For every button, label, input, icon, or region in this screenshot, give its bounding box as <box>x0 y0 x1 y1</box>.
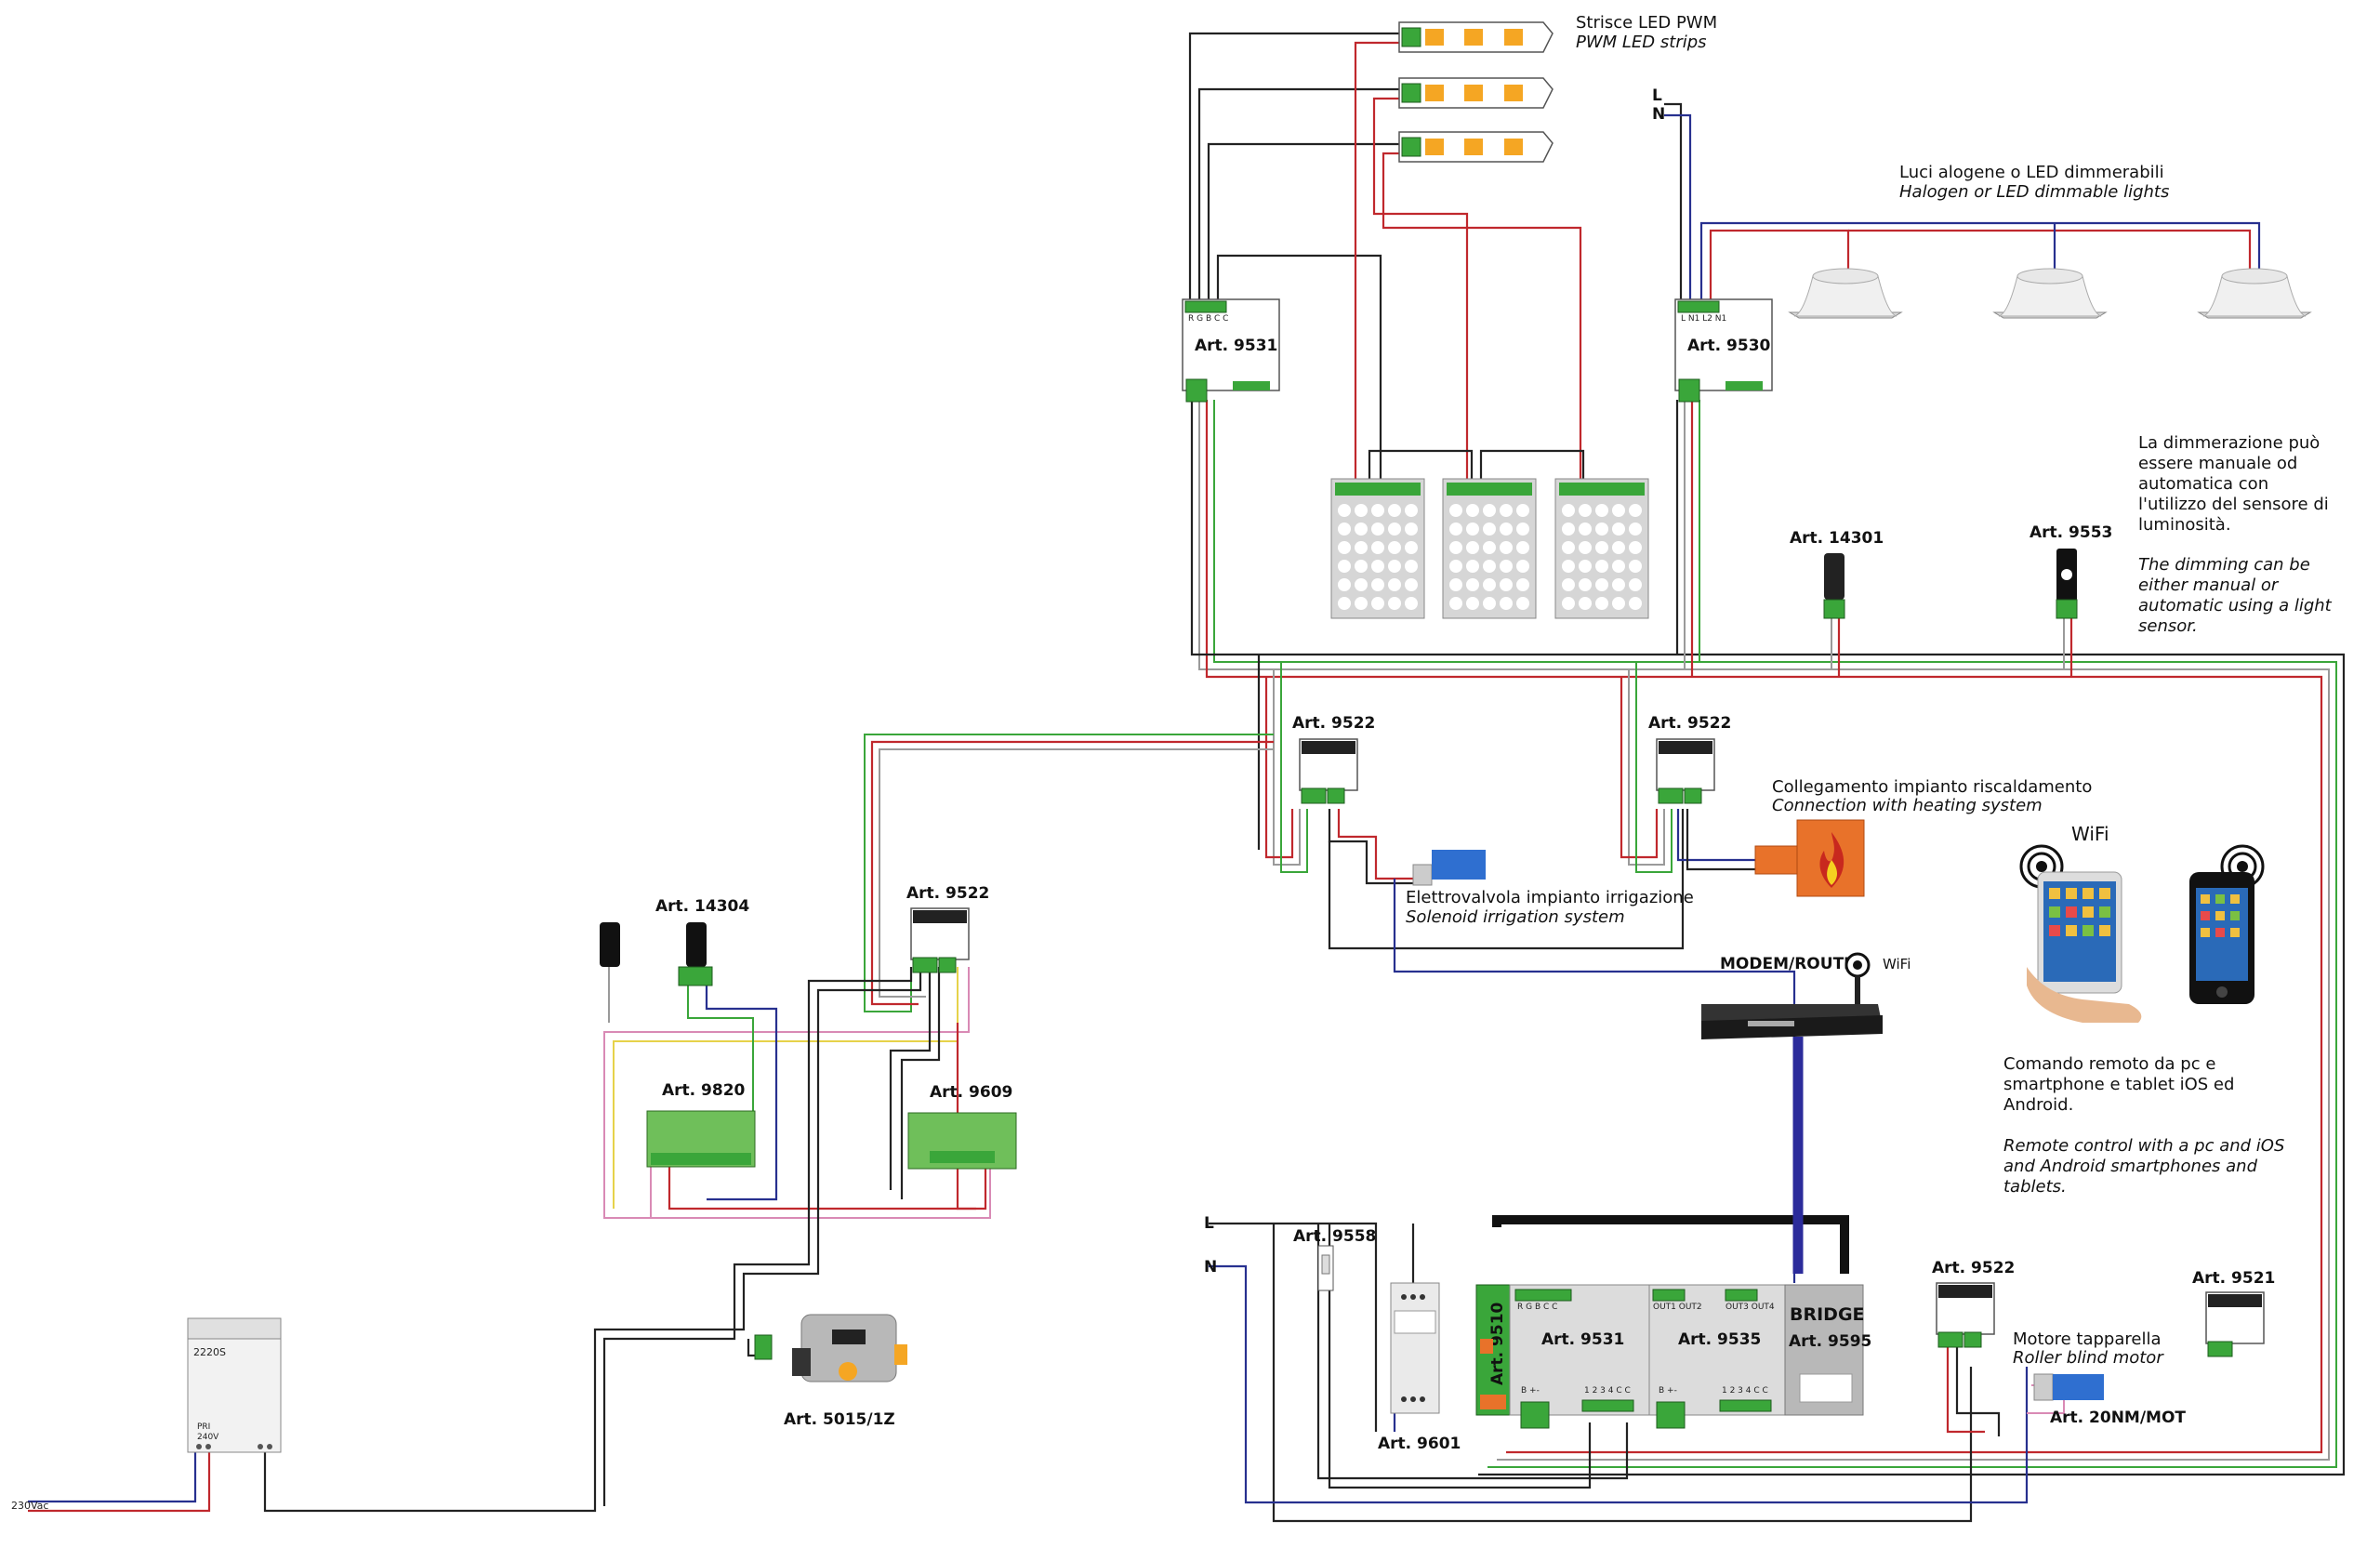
smartphone-icon <box>2189 872 2254 1004</box>
ac-input-label: 230Vac <box>11 1500 48 1512</box>
line-N-bottom: N <box>1204 1258 1217 1277</box>
bridge-label: BRIDGE <box>1790 1304 1865 1325</box>
art-9510-label: Art. 9510 <box>1488 1302 1507 1385</box>
art-14304-label: Art. 14304 <box>655 897 749 916</box>
svg-text:PRI: PRI <box>197 1422 210 1432</box>
irrigation-valve <box>1412 850 1486 886</box>
art-9522-a-label: Art. 9522 <box>1292 714 1375 733</box>
svg-text:Android.: Android. <box>2003 1095 2073 1115</box>
art-9820-label: Art. 9820 <box>662 1081 746 1100</box>
svg-text:OUT1 OUT2: OUT1 OUT2 <box>1653 1303 1702 1312</box>
art-20nm-label: Art. 20NM/MOT <box>2050 1409 2186 1427</box>
svg-text:240V: 240V <box>197 1433 219 1442</box>
sensor-9553 <box>2056 549 2078 619</box>
flame-icon <box>1819 832 1844 888</box>
roller-label-en: Roller blind motor <box>2013 1348 2164 1368</box>
module-9530: L N1 L2 N1 Art. 9530 <box>1674 298 1773 403</box>
art-9595-label: Art. 9595 <box>1789 1332 1871 1351</box>
module-9601 <box>1390 1282 1440 1414</box>
svg-text:B +-: B +- <box>1659 1386 1677 1396</box>
wires <box>28 32 2346 1523</box>
lock-5015 <box>754 1314 907 1382</box>
motor-icon <box>2033 1373 2104 1401</box>
svg-text:The dimming can be: The dimming can be <box>2138 555 2310 575</box>
module-9522-a: Art. 9522 <box>1292 714 1375 804</box>
router-icon <box>1701 952 1883 1039</box>
line-N-top: N <box>1652 105 1665 124</box>
router-label: MODEM/ROUTER <box>1720 955 1867 973</box>
module-9522-b: Art. 9522 <box>1648 714 1731 804</box>
led-power-supplies <box>1330 478 1649 619</box>
svg-text:tablets.: tablets. <box>2003 1177 2067 1197</box>
svg-text:B +-: B +- <box>1521 1386 1540 1396</box>
halogen-label-it: Luci alogene o LED dimmerabili <box>1899 163 2164 182</box>
irrigation-label-en: Solenoid irrigation system <box>1406 907 1625 927</box>
wifi-label: WiFi <box>2071 823 2109 845</box>
art-9601-label: Art. 9601 <box>1378 1435 1461 1453</box>
art-9553-label: Art. 9553 <box>2030 523 2112 542</box>
svg-text:Remote control with a pc and i: Remote control with a pc and iOS <box>2003 1136 2284 1156</box>
art-9535-label: Art. 9535 <box>1678 1330 1761 1349</box>
sensor-14301 <box>1823 553 1845 619</box>
svg-text:La dimmerazione può: La dimmerazione può <box>2138 433 2320 453</box>
svg-text:automatica con: automatica con <box>2138 474 2268 494</box>
downlight-icon <box>1788 268 2312 319</box>
module-9522-d: Art. 9522 <box>1932 1259 2015 1348</box>
module-9820: Art. 9820 <box>646 1081 756 1168</box>
module-9522-c: Art. 9522 <box>906 884 989 973</box>
art-9531-top-label: Art. 9531 <box>1195 337 1277 355</box>
svg-text:smartphone e tablet iOS ed: smartphone e tablet iOS ed <box>2003 1075 2234 1094</box>
art-9558-label: Art. 9558 <box>1293 1227 1376 1246</box>
svg-text:and Android smartphones and: and Android smartphones and <box>2003 1157 2258 1176</box>
line-L-top: L <box>1652 86 1662 105</box>
art-5015-label: Art. 5015/1Z <box>784 1410 895 1429</box>
module-9609: Art. 9609 <box>907 1083 1017 1170</box>
art-9521-label: Art. 9521 <box>2192 1269 2275 1288</box>
art-9609-label: Art. 9609 <box>930 1083 1012 1102</box>
art-9531-rail-label: Art. 9531 <box>1541 1330 1624 1349</box>
halogen-label-en: Halogen or LED dimmable lights <box>1899 182 2169 202</box>
remote-note: Comando remoto da pc e smartphone e tabl… <box>2003 1054 2284 1197</box>
line-L-bottom: L <box>1204 1214 1214 1233</box>
svg-text:l'utilizzo del sensore di: l'utilizzo del sensore di <box>2138 495 2329 514</box>
dimming-note: La dimmerazione può essere manuale od au… <box>2138 433 2333 636</box>
svg-text:sensor.: sensor. <box>2138 616 2198 636</box>
svg-text:luminosità.: luminosità. <box>2138 515 2231 535</box>
svg-text:1 2 3 4 C C: 1 2 3 4 C C <box>1584 1386 1631 1396</box>
irrigation-label-it: Elettrovalvola impianto irrigazione <box>1406 888 1694 907</box>
tablet-icon <box>2027 871 2142 1023</box>
module-9558 <box>1317 1245 1334 1291</box>
power-supply-2220s: 2220S PRI 240V <box>187 1317 282 1453</box>
sensor-14304 <box>600 922 713 986</box>
svg-text:2220S: 2220S <box>193 1346 226 1358</box>
svg-text:Comando remoto da pc e: Comando remoto da pc e <box>2003 1054 2215 1074</box>
heating-connector <box>1754 819 1865 897</box>
art-9522-c-label: Art. 9522 <box>906 884 989 903</box>
module-9521: Art. 9521 <box>2192 1269 2275 1357</box>
led-strips-label-it: Strisce LED PWM <box>1576 13 1717 33</box>
heating-label-it: Collegamento impianto riscaldamento <box>1772 777 2092 797</box>
art-9522-d-label: Art. 9522 <box>1932 1259 2015 1277</box>
art-9522-b-label: Art. 9522 <box>1648 714 1731 733</box>
svg-text:1 2 3 4 C C: 1 2 3 4 C C <box>1722 1386 1768 1396</box>
svg-text:automatic using a light: automatic using a light <box>2138 596 2333 615</box>
svg-text:OUT3 OUT4: OUT3 OUT4 <box>1726 1303 1775 1312</box>
svg-text:essere manuale od: essere manuale od <box>2138 454 2297 473</box>
art-14301-label: Art. 14301 <box>1790 529 1884 548</box>
svg-text:either manual or: either manual or <box>2138 575 2280 595</box>
heating-label-en: Connection with heating system <box>1772 796 2043 815</box>
svg-text:L N1 L2 N1: L N1 L2 N1 <box>1681 314 1726 324</box>
svg-text:R G B C C: R G B C C <box>1517 1303 1557 1312</box>
router-wifi-label: WiFi <box>1883 956 1911 972</box>
led-strips-label-en: PWM LED strips <box>1576 33 1707 52</box>
din-rail: Art. 9510 R G B C C Art. 9531 B +- 1 2 3… <box>1475 1284 1871 1429</box>
module-9531-top: R G B C C Art. 9531 <box>1182 298 1280 403</box>
led-strip-icon <box>1398 21 1554 163</box>
roller-label-it: Motore tapparella <box>2013 1329 2162 1349</box>
art-9530-label: Art. 9530 <box>1687 337 1771 355</box>
svg-text:R G B C C: R G B C C <box>1188 314 1228 324</box>
